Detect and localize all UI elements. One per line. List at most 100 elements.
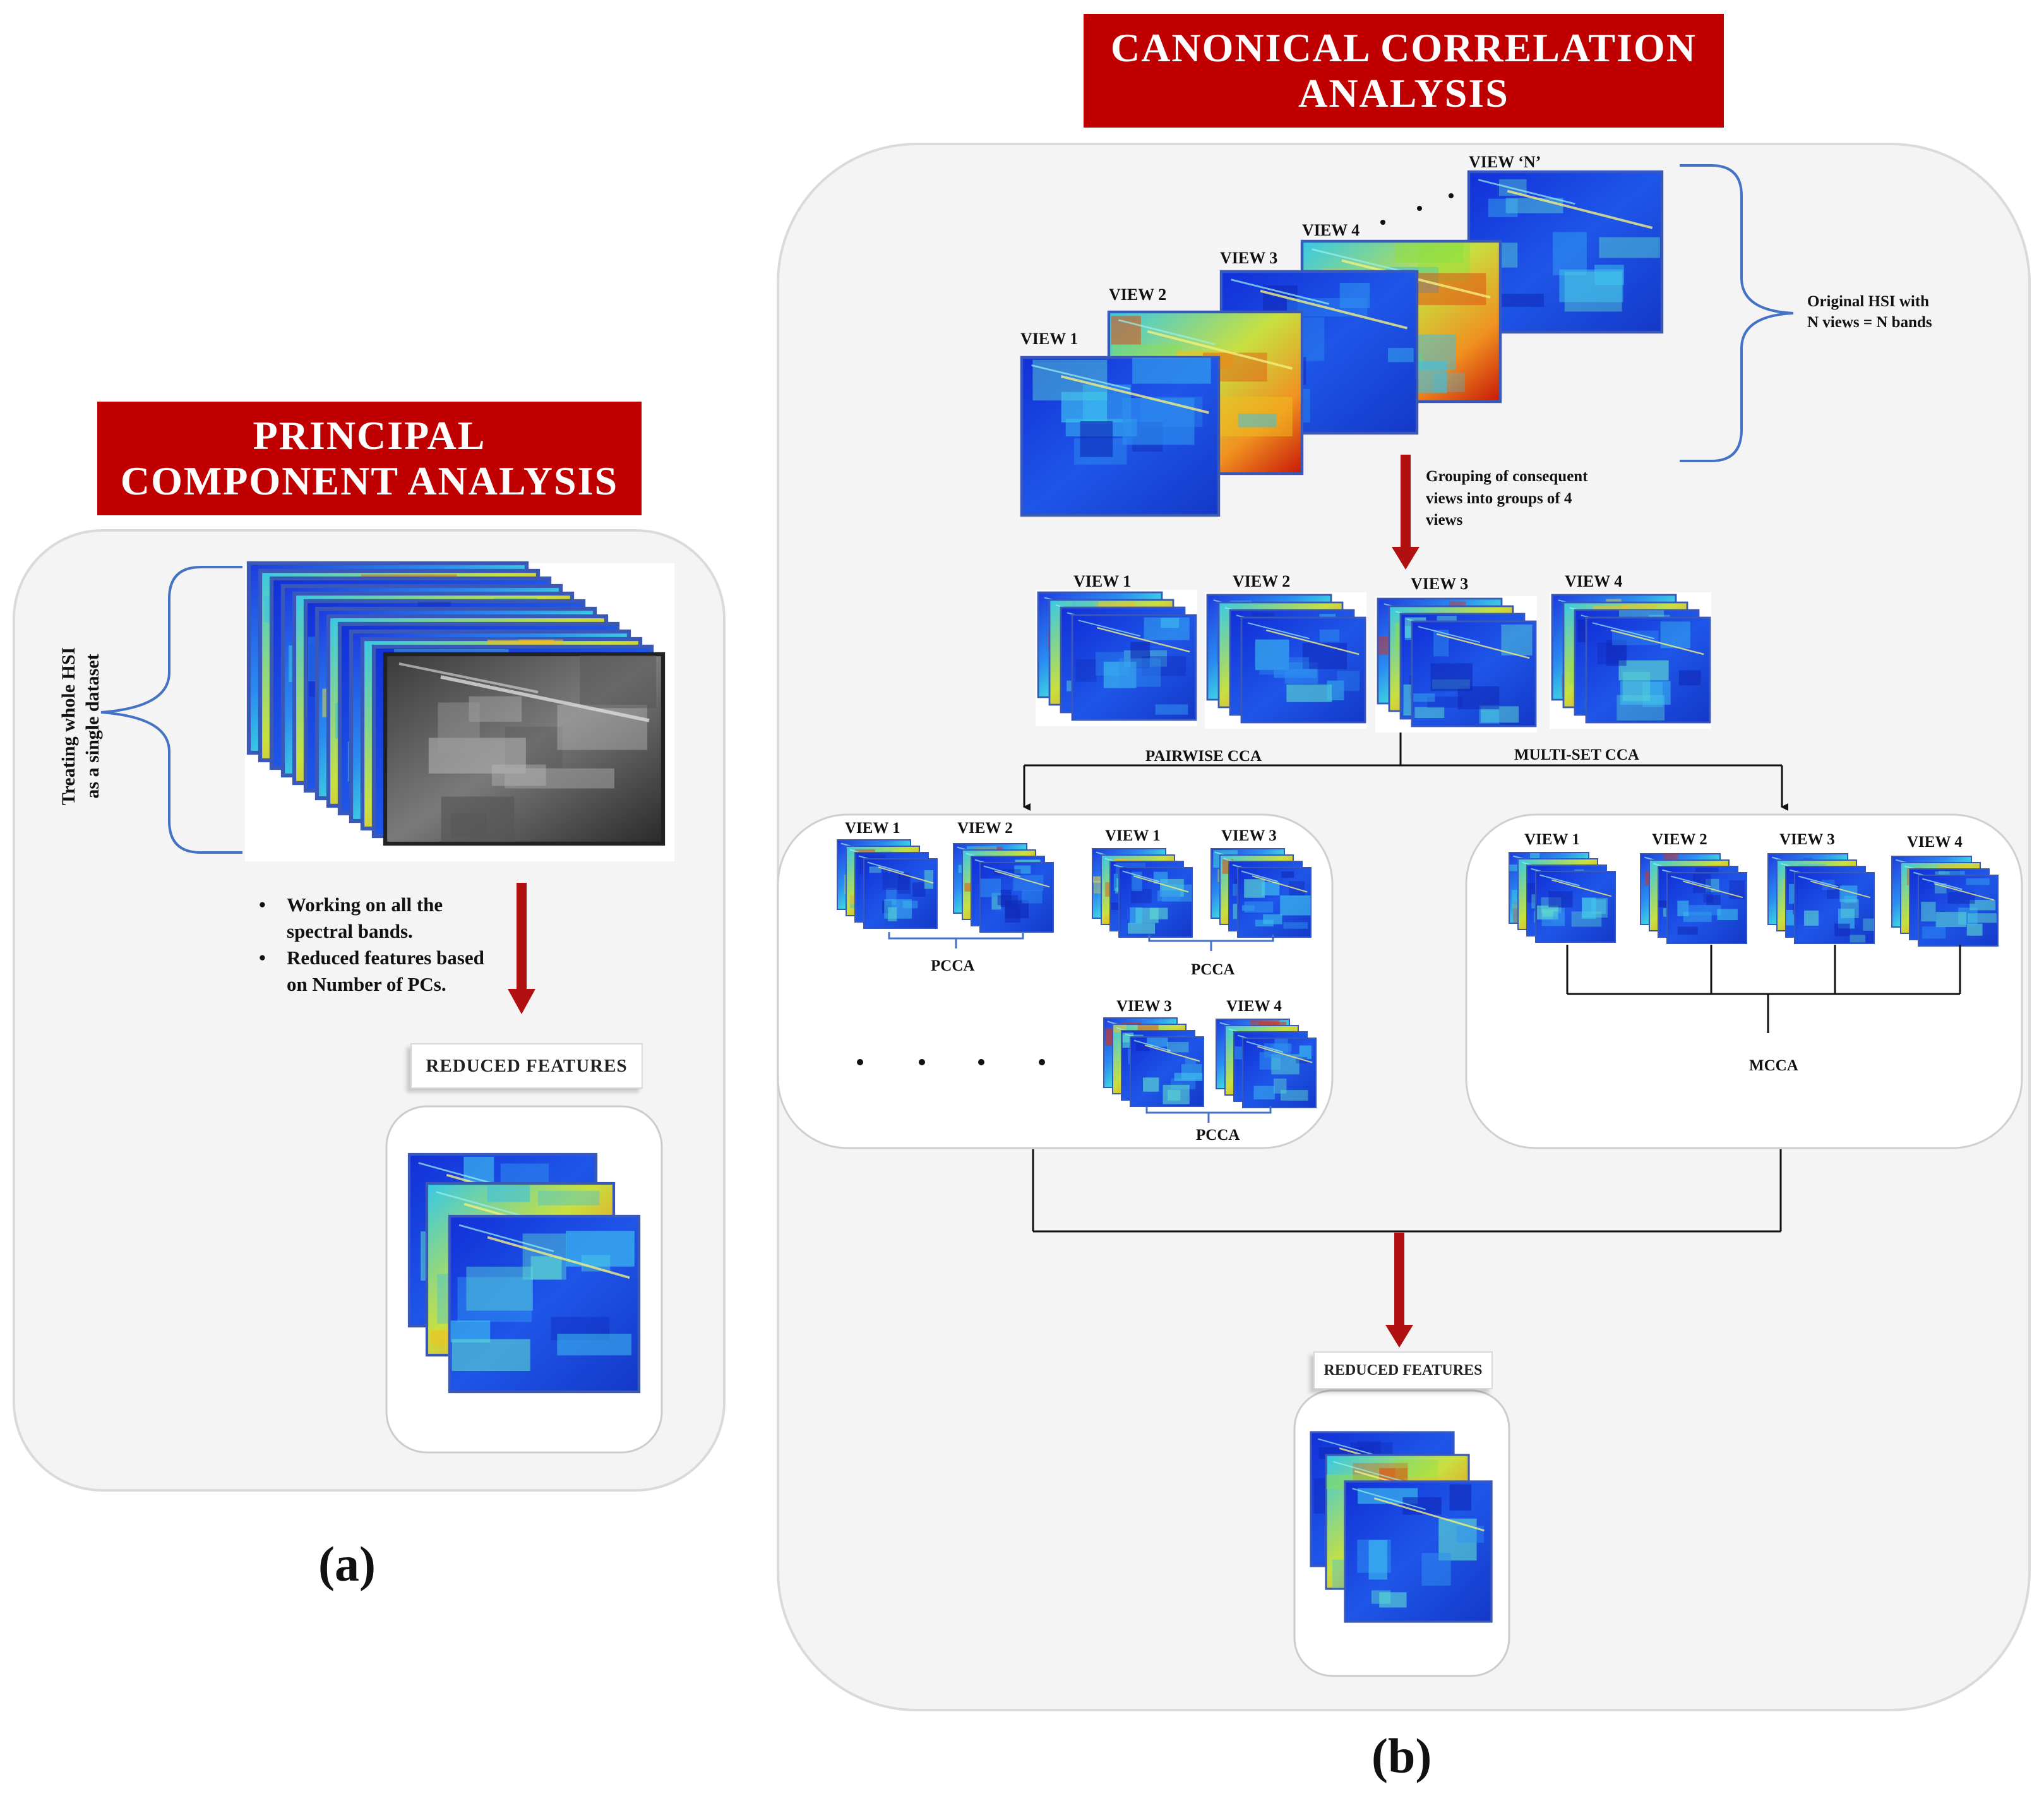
group-stack-4 <box>1551 594 1711 724</box>
grouping-note: Grouping of consequent views into groups… <box>1426 466 1588 532</box>
original-hsi-note-line1: Original HSI with <box>1807 293 1930 310</box>
hsi-layer <box>1242 1038 1317 1108</box>
pca-title-line1: PRINCIPAL <box>253 413 486 458</box>
pca-reduced-3 <box>448 1214 641 1394</box>
group-view-1-label: VIEW 1 <box>1073 572 1132 590</box>
view-1-image <box>1020 356 1221 517</box>
pca-dataset-bracket <box>100 566 242 854</box>
pair-stack-5 <box>1103 1017 1204 1107</box>
mcca-stack-1 <box>1509 852 1616 943</box>
pair1-label: PCCA <box>931 957 975 974</box>
view-2-label: VIEW 2 <box>1109 285 1167 304</box>
pca-bullet-1-line1: Working on all the <box>287 894 443 916</box>
pcca-bracket-2 <box>1148 935 1274 951</box>
pair1-view-a: VIEW 1 <box>845 820 900 837</box>
multiset-cca-label: MULTI-SET CCA <box>1514 746 1639 763</box>
cca-reduced-label: REDUCED FEATURES <box>1313 1351 1493 1389</box>
caption-b: (b) <box>1372 1728 1432 1783</box>
ellipsis-views <box>1380 193 1454 225</box>
mcca-view-1-label: VIEW 1 <box>1524 831 1580 848</box>
pair-stack-3 <box>1092 848 1193 938</box>
pairwise-stacks <box>837 839 1317 1123</box>
multiset-stacks <box>1509 852 1999 947</box>
pair-stack-6 <box>1216 1019 1317 1108</box>
mcca-label: MCCA <box>1749 1057 1798 1074</box>
hsi-layer <box>1585 616 1711 724</box>
hsi-layer <box>1240 616 1366 724</box>
group-stack-1 <box>1037 591 1197 721</box>
hsi-layer <box>1794 872 1875 944</box>
merge-connector <box>1032 1149 1782 1233</box>
pair-stack-2 <box>953 843 1054 933</box>
pair1-view-b: VIEW 2 <box>957 820 1013 837</box>
hsi-layer <box>1071 614 1197 721</box>
pair3-view-a: VIEW 3 <box>1116 998 1172 1015</box>
hsi-layer <box>1118 867 1193 938</box>
view-1-label: VIEW 1 <box>1020 330 1079 348</box>
pair3-view-b: VIEW 4 <box>1226 998 1282 1015</box>
hsi-layer <box>1130 1036 1204 1107</box>
hsi-layer <box>1666 872 1747 944</box>
pca-down-arrow <box>508 883 535 1014</box>
group-stack-2 <box>1206 594 1366 724</box>
pcca-bracket-1 <box>888 932 1024 948</box>
pairwise-cca-label: PAIRWISE CCA <box>1145 748 1262 765</box>
pca-bullet-2-line1: Reduced features based <box>287 947 484 969</box>
hsi-views-stack <box>1020 170 1664 517</box>
view-n-label: VIEW ‘N’ <box>1469 153 1541 171</box>
pca-reduced-label: REDUCED FEATURES <box>410 1043 643 1089</box>
view-3-label: VIEW 3 <box>1220 249 1278 267</box>
pca-side-label-line1: Treating whole HSI <box>58 647 79 806</box>
cca-reduced-3 <box>1344 1480 1493 1623</box>
pair2-view-a: VIEW 1 <box>1105 827 1161 844</box>
group-view-4-label: VIEW 4 <box>1565 572 1623 590</box>
hsi-layer <box>1535 871 1616 943</box>
pca-hsi-layers <box>246 561 666 846</box>
group-stack-3 <box>1377 597 1537 727</box>
grouping-note-line3: views <box>1426 512 1463 529</box>
mcca-stack-3 <box>1767 853 1875 944</box>
original-hsi-note: Original HSI with N views = N bands <box>1807 292 1932 333</box>
hsi-layer <box>1237 867 1312 938</box>
pair-stack-1 <box>837 839 938 929</box>
group-view-2-label: VIEW 2 <box>1233 572 1291 590</box>
hsi-layer <box>863 858 938 929</box>
pca-reduced-stack <box>407 1152 641 1394</box>
cca-reduced-stack <box>1310 1431 1493 1623</box>
view-4-label: VIEW 4 <box>1302 221 1360 239</box>
hsi-layer <box>1411 620 1537 727</box>
pair-stack-4 <box>1210 848 1312 938</box>
mcca-view-4-label: VIEW 4 <box>1907 834 1963 851</box>
grouping-down-arrow <box>1392 455 1419 570</box>
pair2-label: PCCA <box>1191 961 1235 978</box>
grouping-note-line1: Grouping of consequent <box>1426 468 1588 485</box>
mcca-stack-2 <box>1640 853 1747 944</box>
merge-down-arrow <box>1385 1233 1413 1348</box>
original-hsi-note-line2: N views = N bands <box>1807 313 1932 331</box>
mcca-view-2-label: VIEW 2 <box>1652 831 1707 848</box>
hsi-layer <box>979 862 1054 933</box>
grouping-note-line2: views into groups of 4 <box>1426 489 1572 507</box>
pair2-view-b: VIEW 3 <box>1221 827 1277 844</box>
caption-a: (a) <box>318 1536 376 1591</box>
branch-connector <box>1023 733 1788 811</box>
grouped-views-row <box>1036 590 1711 733</box>
cca-title-line1: CANONICAL CORRELATION <box>1110 25 1697 71</box>
mcca-tree <box>1566 945 1961 1033</box>
views-bracket <box>1680 164 1794 462</box>
pca-title-line2: COMPONENT ANALYSIS <box>120 458 619 503</box>
hsi-layer <box>1918 875 1999 947</box>
pcca-bracket-3 <box>1145 1106 1272 1123</box>
pca-bullet-1-line2: spectral bands. <box>287 920 413 943</box>
pca-side-label-line2: as a single dataset <box>81 654 103 799</box>
mcca-view-3-label: VIEW 3 <box>1779 831 1835 848</box>
cca-title-line2: ANALYSIS <box>1298 71 1509 116</box>
mcca-stack-4 <box>1891 856 1999 947</box>
